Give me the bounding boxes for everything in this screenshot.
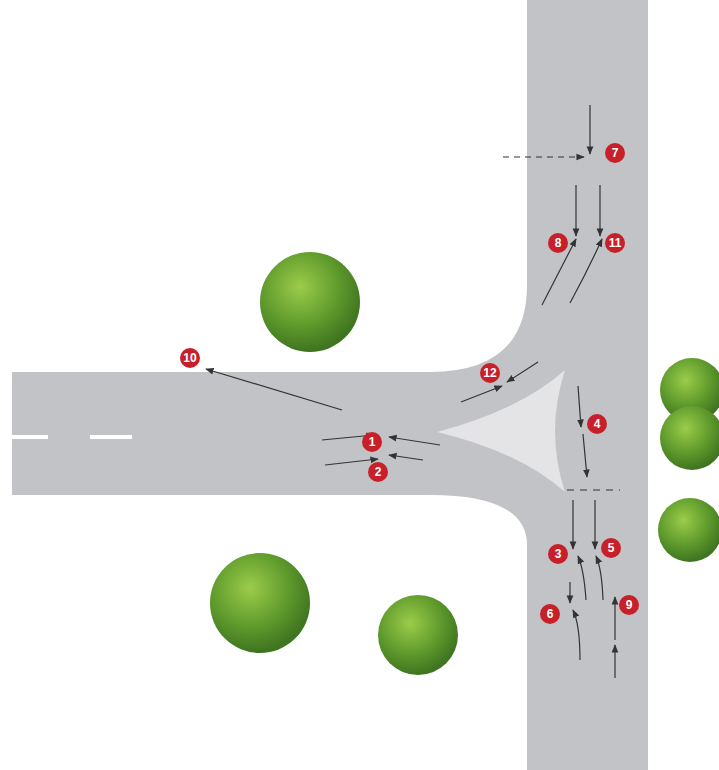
callout-number: 10 bbox=[180, 348, 200, 368]
callout-number: 1 bbox=[362, 432, 382, 452]
callout-number: 9 bbox=[619, 595, 639, 615]
callout-number: 5 bbox=[601, 538, 621, 558]
traffic-island bbox=[437, 370, 565, 492]
callout-number: 11 bbox=[605, 233, 625, 253]
callout-number: 12 bbox=[480, 363, 500, 383]
lane-dashes bbox=[12, 435, 132, 439]
callout-number: 3 bbox=[548, 544, 568, 564]
stop-line bbox=[567, 489, 620, 490]
bushes bbox=[210, 252, 719, 675]
callout-number: 7 bbox=[605, 143, 625, 163]
road-surface bbox=[12, 0, 648, 770]
callout-number: 8 bbox=[548, 233, 568, 253]
callout-number: 6 bbox=[540, 604, 560, 624]
callout-number: 2 bbox=[368, 462, 388, 482]
callout-number: 4 bbox=[587, 414, 607, 434]
movement-arrows bbox=[206, 105, 615, 678]
